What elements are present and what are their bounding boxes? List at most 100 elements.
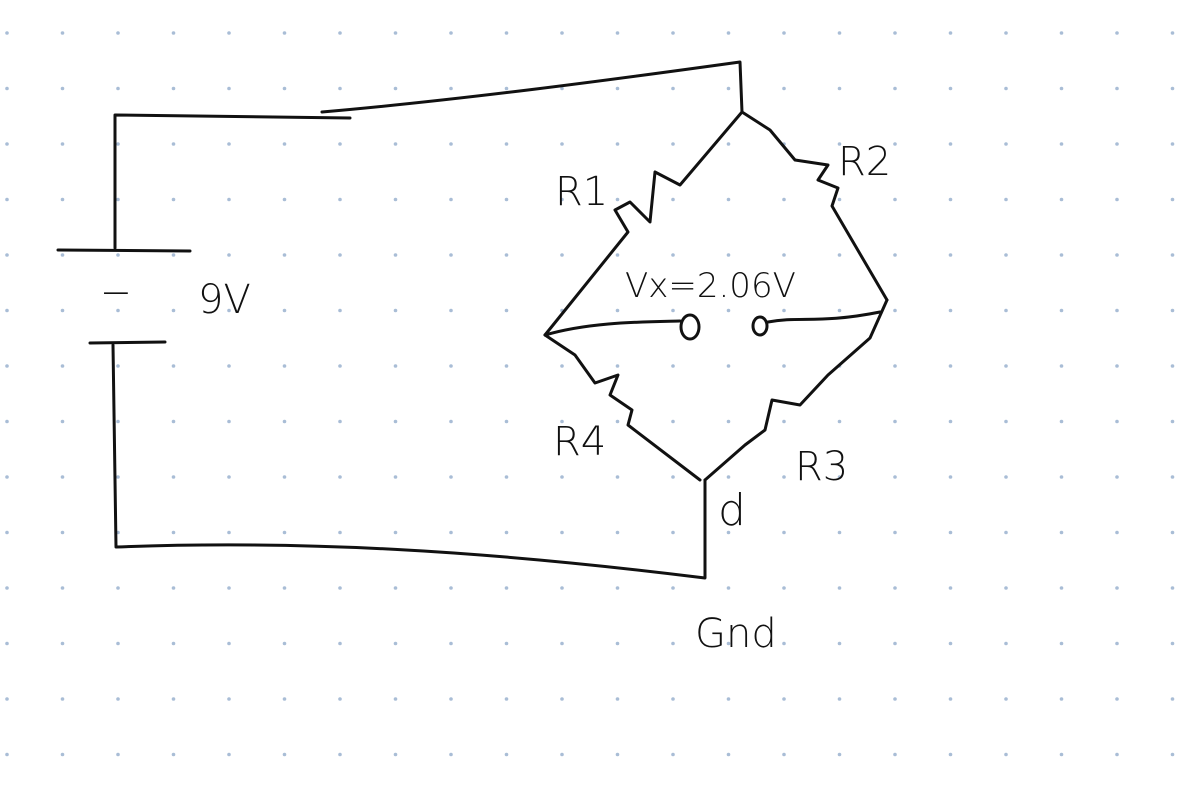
grid-dot	[615, 586, 620, 590]
grid-dot	[782, 419, 786, 424]
grid-dot	[282, 530, 287, 535]
grid-dot	[1170, 142, 1175, 146]
grid-dot	[282, 752, 287, 757]
grid-dot	[60, 586, 65, 590]
grid-dot	[116, 197, 120, 202]
grid-dot	[782, 641, 786, 646]
grid-dot	[615, 308, 620, 313]
grid-dot	[948, 364, 953, 368]
grid-dot	[837, 752, 842, 757]
grid-dot	[837, 475, 842, 479]
grid-dot	[1115, 142, 1119, 146]
grid-dot	[504, 697, 509, 701]
grid-dot	[393, 475, 398, 479]
grid-dot	[1115, 641, 1119, 646]
grid-dot	[948, 752, 953, 757]
node-d-label: d	[718, 485, 746, 536]
grid-dot	[560, 142, 564, 146]
grid-dot	[726, 31, 731, 35]
grid-dot	[282, 697, 287, 701]
grid-dot	[60, 530, 65, 535]
grid-dot	[504, 475, 509, 479]
grid-dot	[449, 419, 453, 424]
grid-dot	[837, 530, 842, 535]
grid-dot	[338, 142, 342, 146]
grid-dot	[171, 31, 176, 35]
grid-dot	[60, 197, 65, 202]
grid-dot	[726, 364, 731, 368]
battery-long-plate	[56, 248, 192, 253]
grid-dot	[893, 586, 897, 590]
grid-dot	[1115, 197, 1119, 202]
grid-dot	[227, 586, 231, 590]
grid-dot	[5, 752, 9, 757]
grid-dot	[338, 308, 342, 313]
dot-grid-background	[5, 31, 1175, 757]
grid-dot	[116, 142, 120, 146]
grid-dot	[726, 475, 731, 479]
grid-dot	[504, 253, 509, 257]
grid-dot	[1115, 31, 1119, 35]
grid-dot	[1059, 31, 1064, 35]
resistor-r4-branch	[543, 333, 702, 482]
grid-dot	[393, 419, 398, 424]
grid-dot	[116, 419, 120, 424]
grid-dot	[5, 697, 9, 701]
grid-dot	[837, 697, 842, 701]
grid-dot	[671, 530, 675, 535]
grid-dot	[560, 197, 564, 202]
grid-dot	[893, 641, 897, 646]
grid-dot	[227, 86, 231, 91]
grid-dot	[282, 308, 287, 313]
battery-bottom-wire	[111, 343, 707, 580]
grid-dot	[227, 475, 231, 479]
grid-dot	[338, 31, 342, 35]
grid-dot	[782, 197, 786, 202]
grid-dot	[671, 31, 675, 35]
grid-dot	[171, 364, 176, 368]
grid-dot	[837, 253, 842, 257]
grid-dot	[671, 475, 675, 479]
grid-dot	[560, 253, 564, 257]
grid-dot	[837, 142, 842, 146]
grid-dot	[782, 752, 786, 757]
grid-dot	[1059, 86, 1064, 91]
grid-dot	[449, 197, 453, 202]
grid-dot	[782, 308, 786, 313]
grid-dot	[60, 253, 65, 257]
grid-dot	[282, 419, 287, 424]
grid-dot	[893, 419, 897, 424]
grid-dot	[1059, 419, 1064, 424]
grid-dot	[837, 197, 842, 202]
grid-dot	[893, 364, 897, 368]
grid-dot	[726, 586, 731, 590]
grid-dot	[1004, 31, 1008, 35]
grid-dot	[1115, 86, 1119, 91]
grid-dot	[560, 31, 564, 35]
grid-dot	[171, 197, 176, 202]
grid-dot	[282, 475, 287, 479]
grid-dot	[5, 364, 9, 368]
grid-dot	[671, 641, 675, 646]
grid-dot	[726, 419, 731, 424]
grid-dot	[1004, 586, 1008, 590]
grid-dot	[1170, 530, 1175, 535]
r2-label: R2	[838, 139, 891, 185]
grid-dot	[671, 197, 675, 202]
grid-dot	[60, 308, 65, 313]
grid-dot	[1004, 641, 1008, 646]
grid-dot	[227, 641, 231, 646]
battery-top-wire	[113, 113, 352, 250]
grid-dot	[837, 586, 842, 590]
grid-dot	[60, 641, 65, 646]
grid-dot	[782, 86, 786, 91]
grid-dot	[560, 419, 564, 424]
grid-dot	[1059, 197, 1064, 202]
grid-dot	[948, 697, 953, 701]
grid-dot	[338, 641, 342, 646]
vx-label: Vx=2.06V	[625, 266, 796, 306]
grid-dot	[116, 31, 120, 35]
grid-dot	[1170, 419, 1175, 424]
grid-dot	[726, 752, 731, 757]
grid-dot	[1170, 197, 1175, 202]
